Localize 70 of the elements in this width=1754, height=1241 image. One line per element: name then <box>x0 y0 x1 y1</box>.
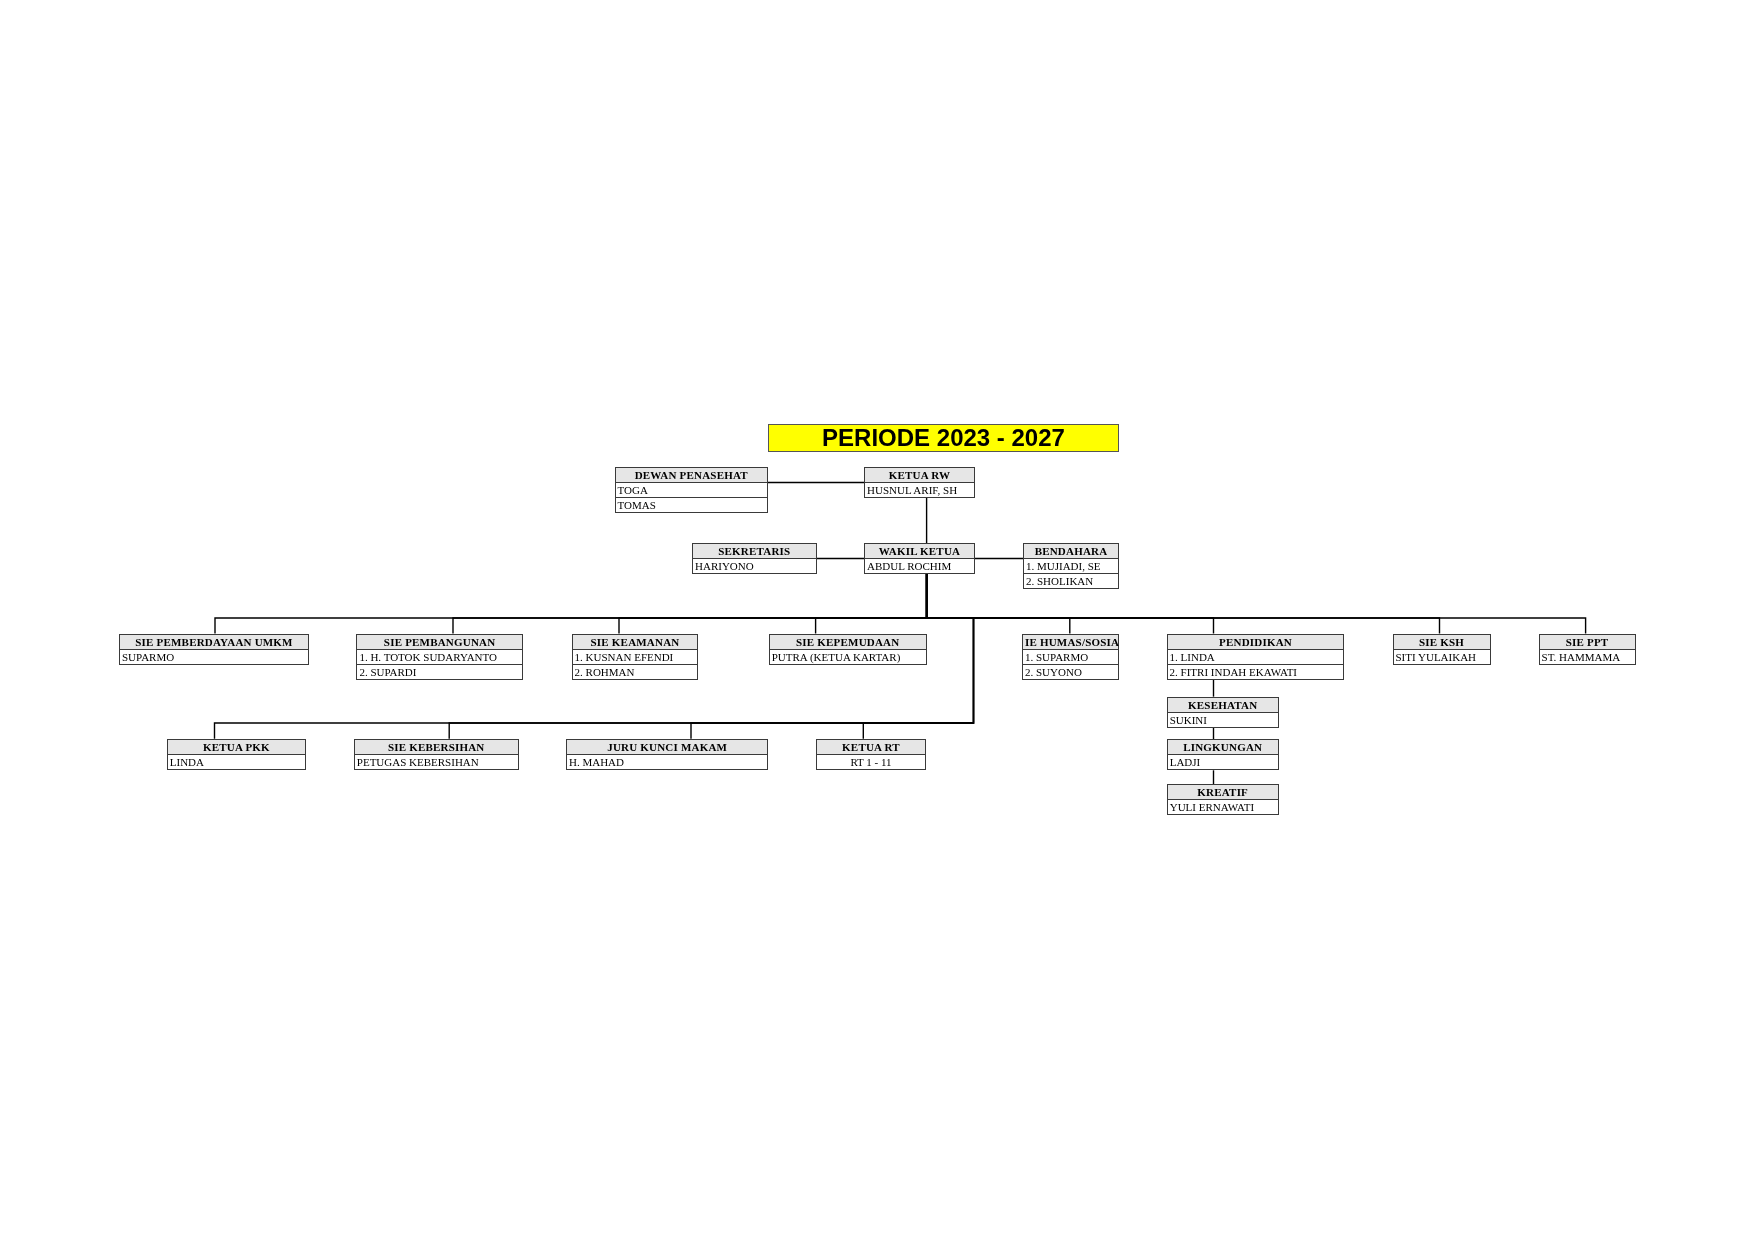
member-name: 2. SUYONO <box>1023 663 1118 679</box>
member-name: PETUGAS KEBERSIHAN <box>354 753 518 769</box>
position-title: WAKIL KETUA <box>865 544 974 558</box>
position-title: SEKRETARIS <box>693 544 816 558</box>
org-chart-box <box>864 467 975 498</box>
position-title: SIE KEBERSIHAN <box>354 739 518 754</box>
position-title: SIE KSH <box>1393 634 1490 649</box>
member-name: 2. ROHMAN <box>572 663 698 679</box>
member-name: HUSNUL ARIF, SH <box>865 482 974 497</box>
member-name: LINDA <box>167 753 305 769</box>
position-title: KETUA RW <box>865 468 974 482</box>
org-chart-box <box>1166 739 1279 771</box>
org-chart-box <box>816 738 926 770</box>
org-chart-box <box>692 543 817 574</box>
position-title: SIE KEPEMUDAAN <box>769 634 926 649</box>
member-name: ST. HAMMAMA <box>1539 648 1635 664</box>
member-name: 1. KUSNAN EFENDI <box>572 648 698 664</box>
position-title: KETUA RT <box>817 739 925 754</box>
connector-line <box>815 557 865 560</box>
position-title: SIE PEMBERDAYAAN UMKM <box>120 634 308 649</box>
position-title: KESEHATAN <box>1167 697 1278 712</box>
org-chart-box <box>1166 696 1279 728</box>
org-chart-box <box>166 738 306 770</box>
position-title: PENDIDIKAN <box>1167 634 1344 649</box>
member-name: 2. SHOLIKAN <box>1024 573 1118 588</box>
org-chart-box <box>119 633 309 665</box>
connector-line <box>974 557 1024 560</box>
member-name: 1. MUJIADI, SE <box>1024 558 1118 573</box>
member-name: TOMAS <box>615 497 767 512</box>
member-name: LADJI <box>1167 754 1278 770</box>
position-title: BENDAHARA <box>1024 544 1118 558</box>
member-name: SITI YULAIKAH <box>1393 648 1490 664</box>
org-chart-box <box>571 633 699 680</box>
member-name: SUPARMO <box>120 648 308 664</box>
org-chart-box <box>356 633 523 680</box>
member-name: 2. FITRI INDAH EKAWATI <box>1167 663 1344 679</box>
member-name: 1. H. TOTOK SUDARYANTO <box>357 648 522 664</box>
position-title: KREATIF <box>1167 785 1278 799</box>
member-name: TOGA <box>615 482 767 497</box>
member-name: H. MAHAD <box>567 753 768 769</box>
position-title: LINGKUNGAN <box>1167 740 1278 755</box>
org-chart-box <box>864 543 975 574</box>
member-name: SUKINI <box>1167 711 1278 727</box>
position-title: SIE KEAMANAN <box>572 634 698 649</box>
position-title: KETUA PKK <box>167 739 305 754</box>
position-title: SIE PPT <box>1539 634 1635 649</box>
connector-line <box>862 573 975 740</box>
position-title: DEWAN PENASEHAT <box>615 468 767 482</box>
connector-line <box>767 481 865 484</box>
org-chart-box <box>614 467 768 513</box>
title-banner: PERIODE 2023 - 2027 <box>768 424 1119 452</box>
org-chart-box <box>1023 543 1119 589</box>
member-name: PUTRA (KETUA KARTAR) <box>769 648 926 664</box>
member-name: YULI ERNAWATI <box>1167 799 1278 814</box>
org-chart-box <box>1538 633 1636 665</box>
org-chart-box <box>1392 633 1491 665</box>
org-chart-box <box>353 738 519 770</box>
org-chart-box <box>1166 633 1345 680</box>
member-name: RT 1 - 11 <box>817 753 925 769</box>
member-name: HARIYONO <box>693 558 816 573</box>
member-name: 1. SUPARMO <box>1023 648 1118 664</box>
org-chart-box <box>1166 784 1279 815</box>
position-title: SIE PEMBANGUNAN <box>357 634 522 649</box>
org-chart-box <box>768 633 927 665</box>
position-title: JURU KUNCI MAKAM <box>567 739 768 754</box>
member-name: 1. LINDA <box>1167 648 1344 664</box>
connector-line <box>925 497 928 544</box>
org-chart-box <box>566 738 769 770</box>
member-name: 2. SUPARDI <box>357 663 522 679</box>
member-name: ABDUL ROCHIM <box>865 558 974 573</box>
